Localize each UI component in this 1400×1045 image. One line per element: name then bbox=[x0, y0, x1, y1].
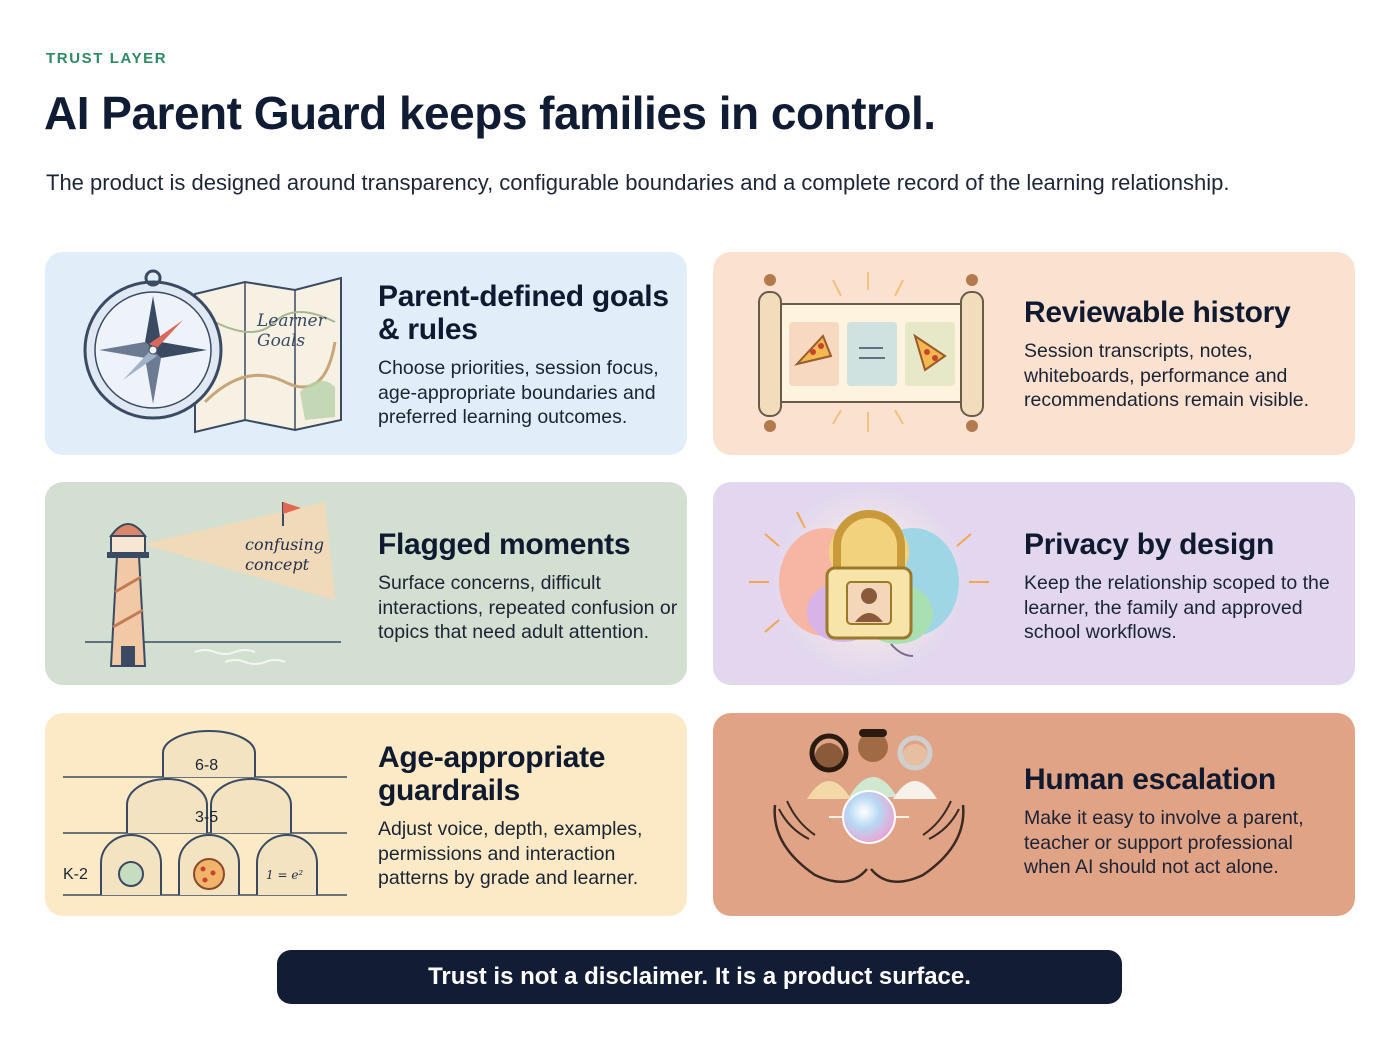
footer-banner: Trust is not a disclaimer. It is a produ… bbox=[277, 950, 1122, 1004]
brain-lock-icon bbox=[749, 486, 989, 678]
grade-label-6-8: 6-8 bbox=[195, 757, 218, 774]
card-human-escalation: Human escalation Make it easy to involve… bbox=[713, 713, 1355, 916]
card-description: Make it easy to involve a parent, teache… bbox=[1024, 807, 1304, 878]
eyebrow-label: TRUST LAYER bbox=[46, 50, 168, 67]
card-title: Age-appropriate guardrails bbox=[378, 741, 606, 807]
card-reviewable-history: Reviewable history Session transcripts, … bbox=[713, 252, 1355, 455]
grade-arches-icon: 1 = e² 6-8 3-5 K-2 bbox=[63, 730, 347, 896]
page-title: AI Parent Guard keeps families in contro… bbox=[44, 87, 936, 139]
card-description: Choose priorities, session focus, age-ap… bbox=[378, 357, 659, 428]
page-subtitle: The product is designed around transpare… bbox=[46, 170, 1230, 195]
card-description: Adjust voice, depth, examples, permissio… bbox=[378, 818, 643, 889]
scroll-icon bbox=[758, 272, 984, 432]
card-description: Session transcripts, notes, whiteboards,… bbox=[1024, 340, 1310, 411]
card-title: Reviewable history bbox=[1024, 296, 1291, 329]
card-title: Human escalation bbox=[1024, 763, 1276, 796]
grade-label-k-2: K-2 bbox=[63, 866, 88, 883]
card-title: Parent-defined goals & rules bbox=[378, 280, 669, 346]
card-description: Keep the relationship scoped to the lear… bbox=[1024, 572, 1330, 643]
svg-text:1 = e²: 1 = e² bbox=[266, 868, 303, 882]
card-title: Privacy by design bbox=[1024, 528, 1275, 561]
grade-label-3-5: 3-5 bbox=[195, 809, 218, 826]
hands-people-icon bbox=[773, 729, 965, 883]
card-description: Surface concerns, difficult interactions… bbox=[378, 572, 678, 643]
card-age-guardrails: 1 = e² 6-8 3-5 K-2 Age-appropriate guard… bbox=[45, 713, 687, 916]
card-title: Flagged moments bbox=[378, 528, 631, 561]
footer-statement: Trust is not a disclaimer. It is a produ… bbox=[428, 963, 971, 990]
card-privacy: Privacy by design Keep the relationship … bbox=[713, 482, 1355, 685]
